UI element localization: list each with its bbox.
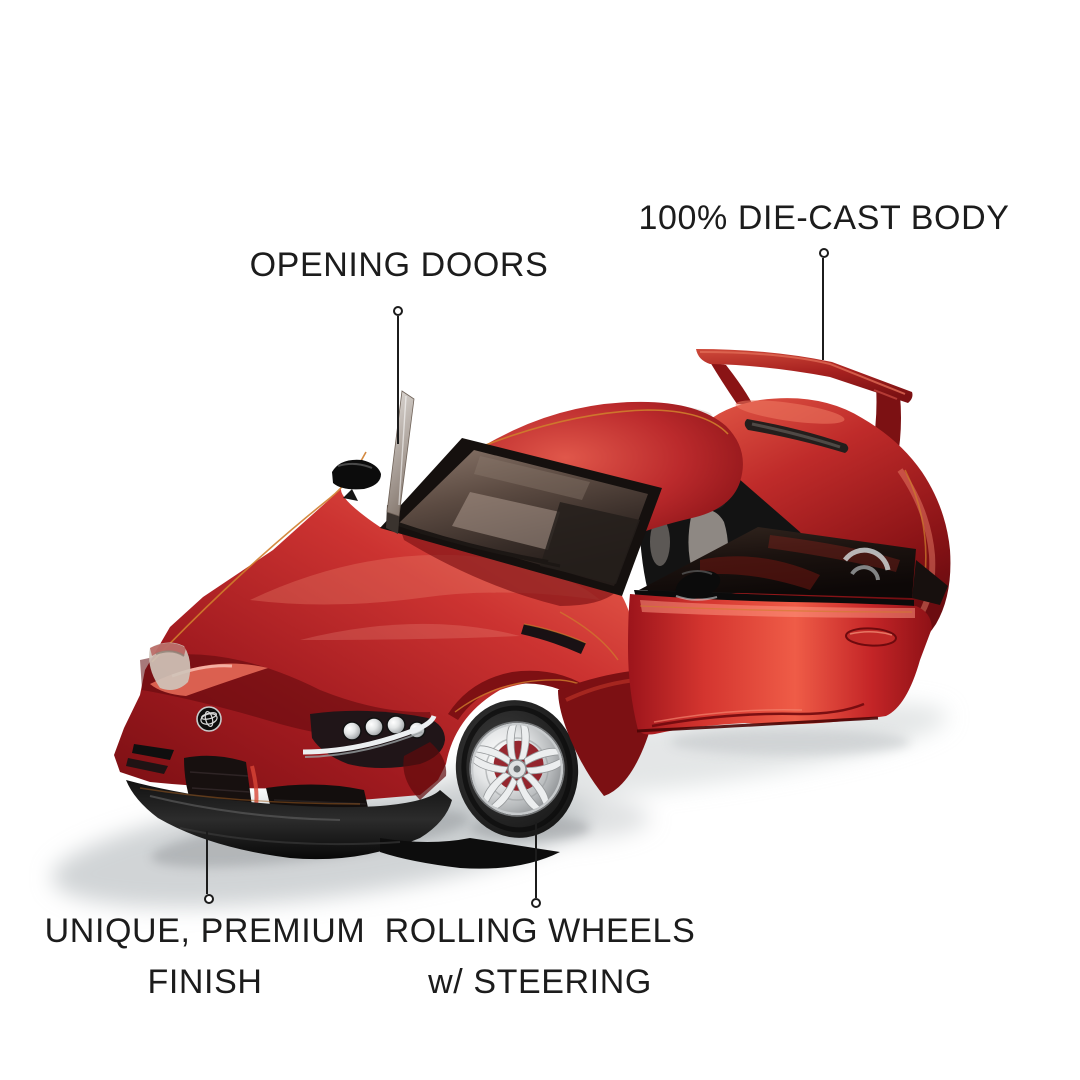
side-vent — [521, 624, 586, 654]
callout-label-line: ROLLING WHEELS — [384, 912, 696, 950]
callout-label-rolling-wheels: ROLLING WHEELS w/ STEERING — [385, 906, 696, 1008]
callout-label-die-cast-body: 100% DIE-CAST BODY — [638, 199, 1010, 237]
windshield — [380, 438, 662, 596]
callout-label-line: w/ STEERING — [428, 963, 652, 1001]
callout-leader-line — [206, 831, 208, 894]
callout-leader-line — [535, 822, 537, 898]
callout-dot — [531, 898, 541, 908]
headlight-left — [149, 642, 191, 690]
wheel-arch — [448, 670, 604, 720]
front-wheel — [455, 700, 579, 838]
open-door — [628, 594, 932, 735]
callout-label-line: UNIQUE, PREMIUM — [44, 912, 366, 950]
callout-dot — [393, 306, 403, 316]
callout-dot — [204, 894, 214, 904]
callout-label-line: FINISH — [147, 963, 263, 1001]
side-mirror — [332, 459, 381, 501]
callout-leader-line — [397, 316, 399, 444]
rocker-panel — [558, 670, 650, 796]
callout-dot — [819, 248, 829, 258]
callout-label-premium-finish: UNIQUE, PREMIUM FINISH — [45, 906, 366, 1008]
toyota-logo — [196, 706, 222, 732]
raised-window-glass — [386, 390, 415, 534]
callout-leader-line — [822, 258, 824, 360]
callout-label-opening-doors: OPENING DOORS — [249, 246, 549, 284]
door-mirror — [675, 570, 721, 601]
